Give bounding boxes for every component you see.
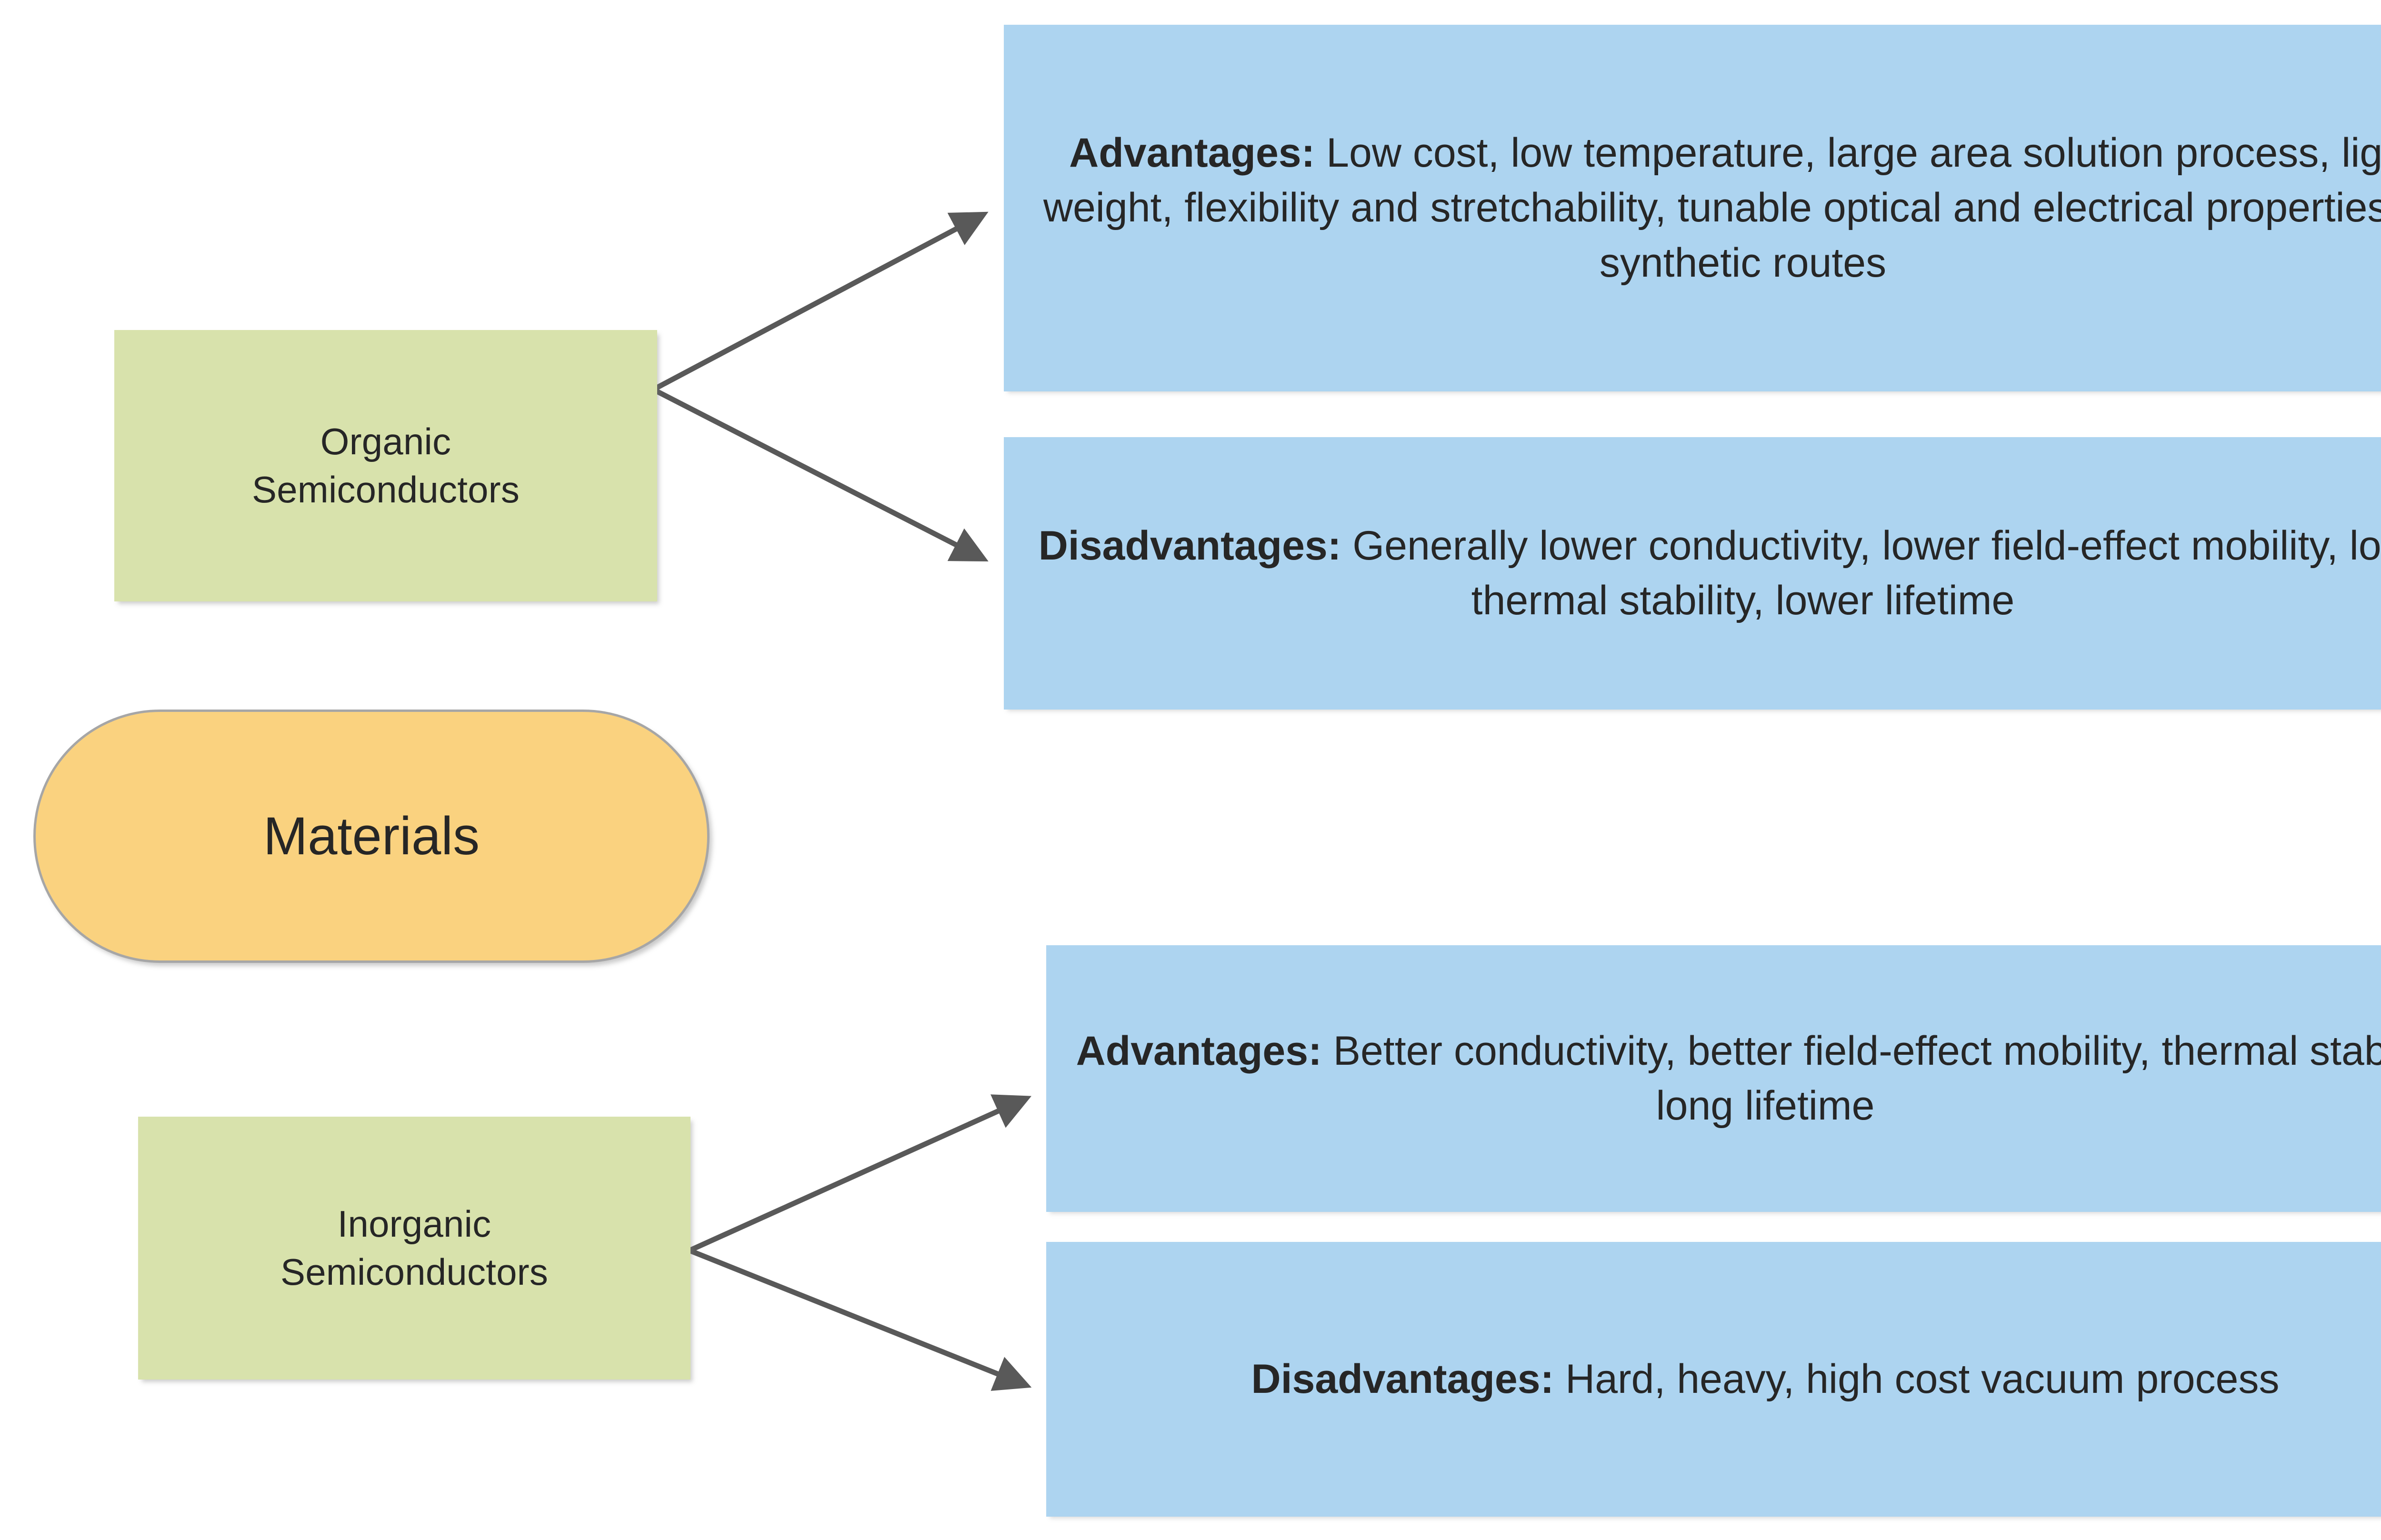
arrow-organic-to-disadvantages — [652, 387, 989, 562]
detail-lead-organic-advantages: Advantages: — [1069, 130, 1315, 176]
category-node-organic-label: Organic Semiconductors — [251, 420, 520, 510]
detail-body-organic-advantages: Low cost, low temperature, large area so… — [1043, 130, 2381, 286]
detail-text-organic-advantages: Advantages: Low cost, low temperature, l… — [1004, 126, 2381, 290]
detail-box-inorganic-disadvantages[interactable]: Disadvantages: Hard, heavy, high cost va… — [1046, 1242, 2381, 1517]
detail-text-organic-disadvantages: Disadvantages: Generally lower conductiv… — [1004, 519, 2381, 628]
detail-box-organic-disadvantages[interactable]: Disadvantages: Generally lower conductiv… — [1004, 437, 2381, 710]
detail-body-inorganic-disadvantages: Hard, heavy, high cost vacuum process — [1554, 1356, 2280, 1402]
category-node-organic[interactable]: Organic Semiconductors — [114, 330, 657, 601]
detail-box-organic-advantages[interactable]: Advantages: Low cost, low temperature, l… — [1004, 25, 2381, 391]
detail-box-inorganic-advantages[interactable]: Advantages: Better conductivity, better … — [1046, 945, 2381, 1212]
detail-lead-organic-disadvantages: Disadvantages: — [1038, 522, 1341, 569]
arrow-inorganic-to-advantages — [688, 1094, 1032, 1253]
detail-lead-inorganic-disadvantages: Disadvantages: — [1251, 1356, 1554, 1402]
detail-body-organic-disadvantages: Generally lower conductivity, lower fiel… — [1341, 522, 2381, 623]
arrow-inorganic-to-disadvantages — [688, 1248, 1032, 1391]
root-node-label: Materials — [263, 806, 480, 866]
detail-text-inorganic-disadvantages: Disadvantages: Hard, heavy, high cost va… — [1238, 1352, 2293, 1407]
arrow-organic-to-advantages — [652, 211, 989, 392]
detail-text-inorganic-advantages: Advantages: Better conductivity, better … — [1046, 1024, 2381, 1133]
root-node-materials[interactable]: Materials — [33, 710, 710, 963]
category-node-inorganic[interactable]: Inorganic Semiconductors — [138, 1117, 690, 1380]
category-node-inorganic-label: Inorganic Semiconductors — [280, 1202, 549, 1293]
detail-body-inorganic-advantages: Better conductivity, better field-effect… — [1321, 1028, 2381, 1129]
detail-lead-inorganic-advantages: Advantages: — [1076, 1028, 1322, 1074]
